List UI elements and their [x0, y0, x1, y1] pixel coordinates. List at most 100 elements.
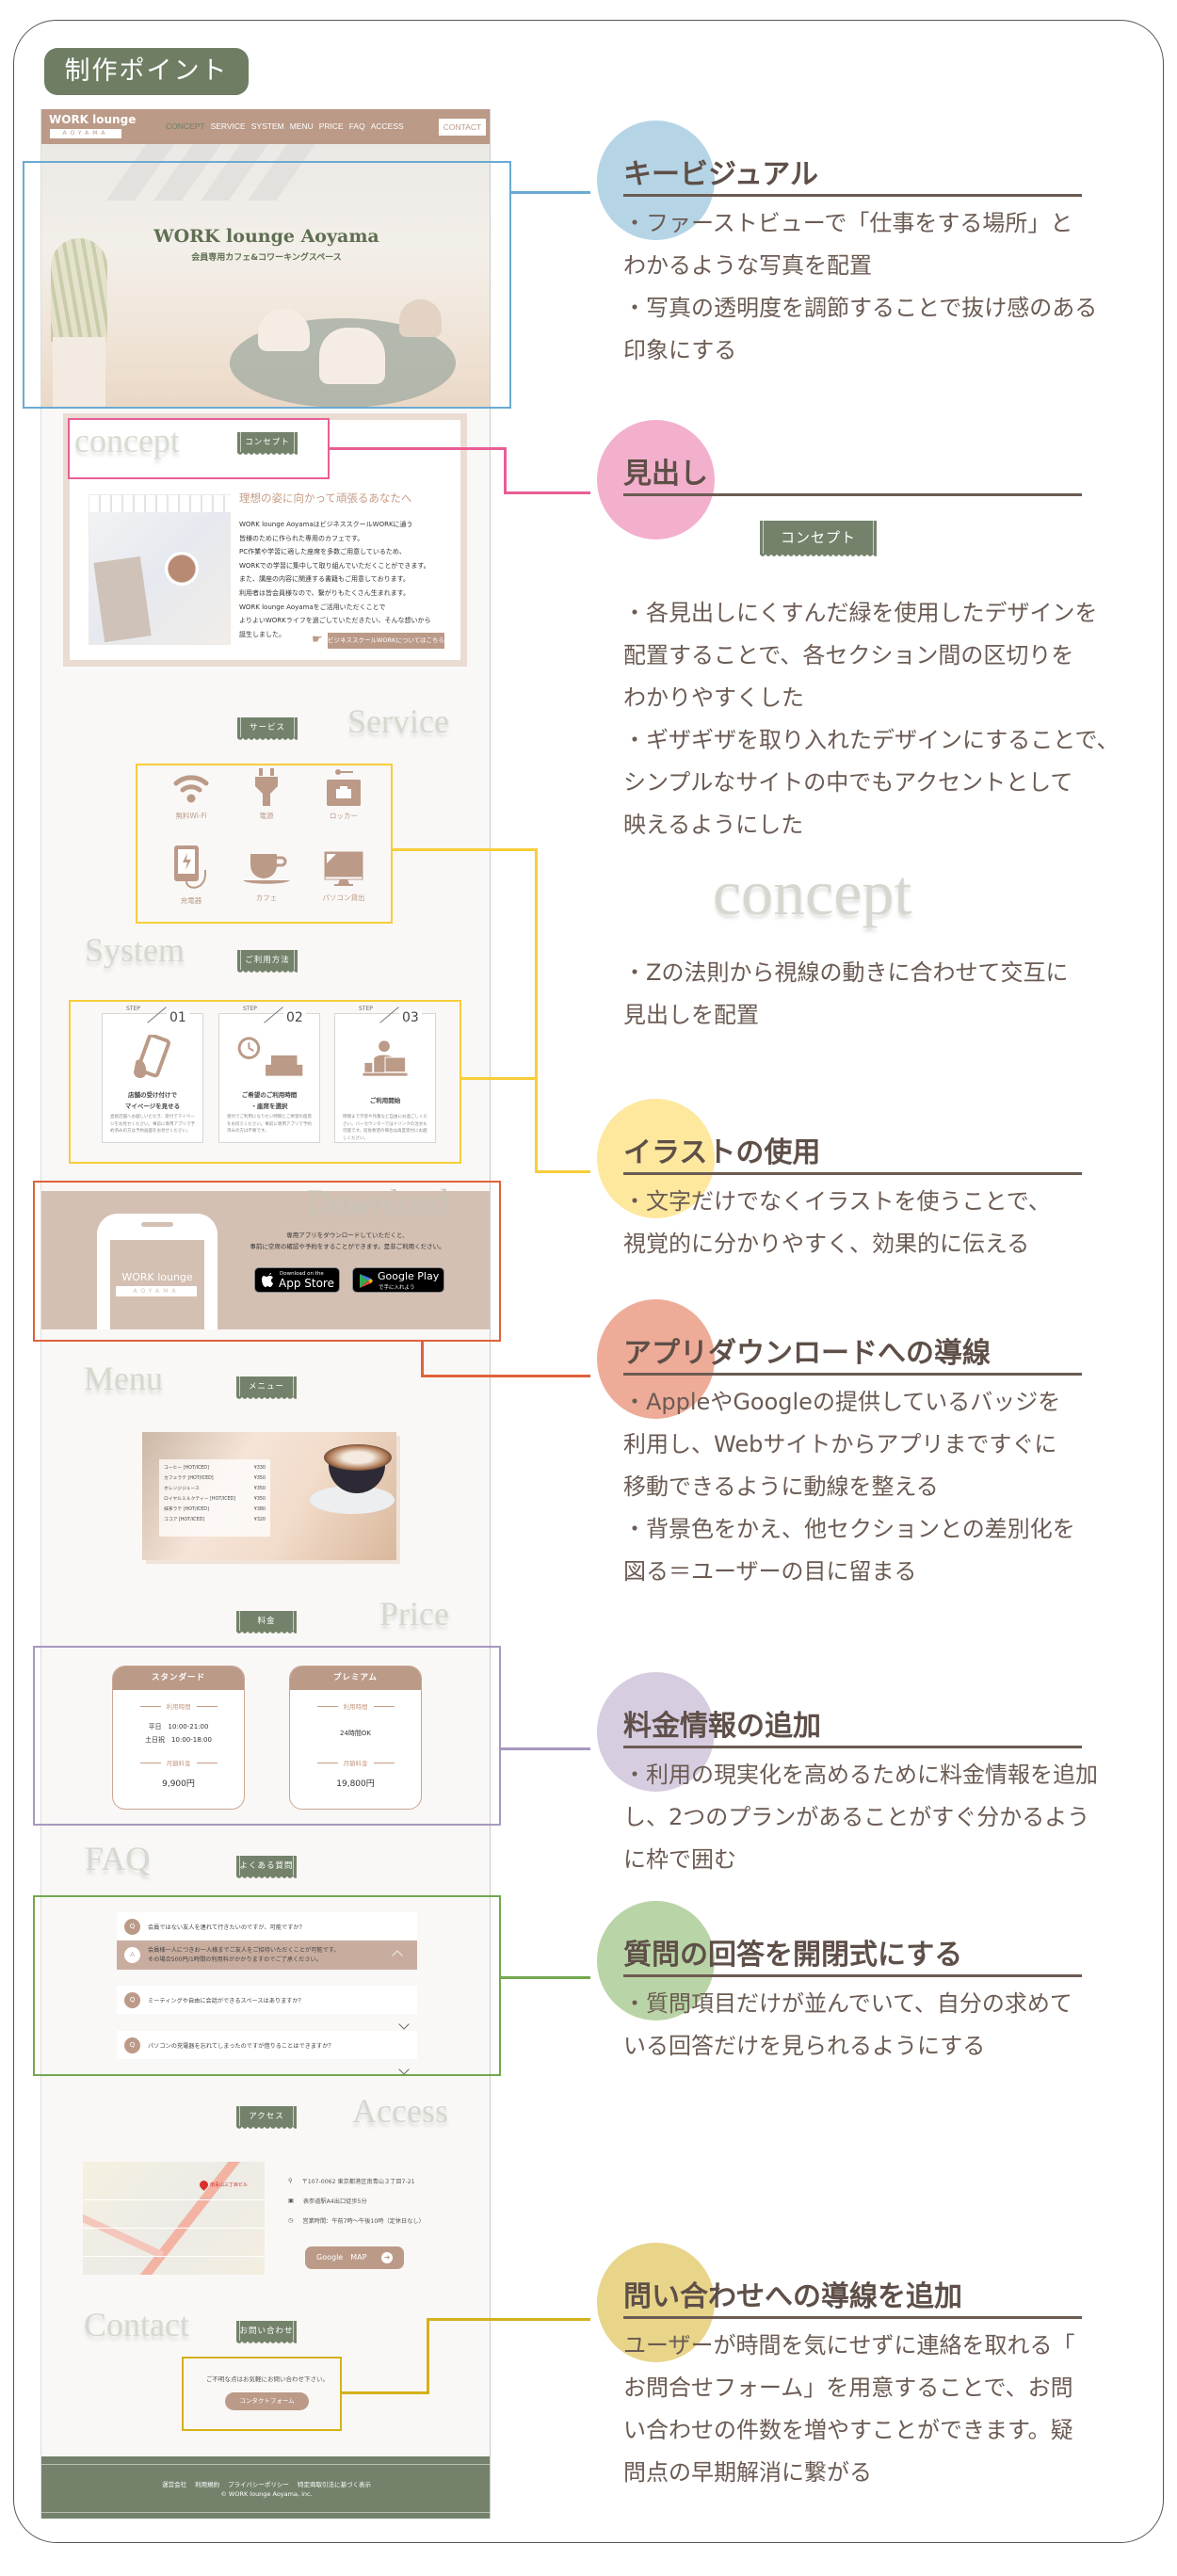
plug-icon — [255, 768, 278, 806]
nav-concept[interactable]: CONCEPT — [166, 121, 205, 131]
connector-line — [504, 491, 590, 494]
arrow-right-icon: ➜ — [381, 2252, 393, 2263]
sample-ribbon: コンセプト — [760, 521, 877, 557]
logo[interactable]: WORK lounge — [49, 113, 137, 126]
footer-link-privacy[interactable]: プライバシーポリシー — [228, 2481, 289, 2488]
accent-circle — [597, 1672, 715, 1792]
service-pc-rental: パソコン貸出 — [311, 850, 377, 903]
footer-link-company[interactable]: 運営会社 — [162, 2481, 187, 2488]
nav-service[interactable]: SERVICE — [210, 121, 246, 131]
highlight-service-icons — [136, 764, 393, 924]
menu-item: ココア [HOT/ICED]¥320 — [164, 1518, 266, 1522]
annotation-contact-flow: 問い合わせへの導線を追加 ユーザーが時間を気にせずに連絡を取れる「お問合せフォー… — [597, 2243, 1162, 2486]
nav-faq[interactable]: FAQ — [348, 121, 365, 131]
system-en-title: System — [85, 931, 185, 969]
price-en-title: Price — [379, 1595, 449, 1633]
outer-frame — [13, 20, 1164, 2543]
highlight-faq — [33, 1895, 501, 2076]
station: ▣表参道駅A4出口徒歩5分 — [288, 2198, 367, 2205]
connector-line — [427, 2318, 590, 2321]
google-map-button[interactable]: Google MAP➜ — [305, 2246, 404, 2269]
annotation-heading: 見出し コンセプト ・各見出しにくすんだ緑を使用したデザインを配置することで、各… — [597, 420, 1162, 1028]
highlight-key-visual — [23, 161, 511, 409]
accent-circle — [597, 1099, 715, 1218]
concept-ribbon: コンセプト — [237, 432, 298, 456]
pointing-hand-icon: ☛ — [312, 633, 323, 647]
app-store-badge[interactable]: Download on the App Store — [254, 1267, 340, 1293]
website-mockup: WORK lounge AOYAMA CONCEPT SERVICE SYSTE… — [40, 109, 491, 2519]
menu-ribbon: メニュー — [236, 1377, 297, 1400]
clock-sofa-icon — [237, 1037, 303, 1076]
menu-item: 抹茶ラテ [HOT/ICED]¥380 — [164, 1507, 266, 1512]
business-school-link-button[interactable]: ビジネススクールWORKについてはこちら — [328, 633, 444, 649]
nav-price[interactable]: PRICE — [318, 121, 344, 131]
annotation-illustration: イラストの使用 ・文字だけでなくイラストを使うことで、視覚的に分かりやすく、効果… — [597, 1099, 1162, 1257]
google-play-badge[interactable]: Google Play で手に入れよう — [352, 1267, 444, 1293]
nav-system[interactable]: SYSTEM — [250, 121, 284, 131]
service-charger: 充電器 — [158, 844, 224, 906]
contact-ribbon: お問い合わせ — [236, 2321, 297, 2344]
footer: 運営会社 利用規約 プライバシーポリシー 特定商取引法に基づく表示 © WORK… — [41, 2456, 490, 2519]
app-logo: WORK lounge — [121, 1271, 193, 1283]
google-play-icon — [360, 1274, 373, 1288]
download-text: 専用アプリをダウンロードしていただくと、 — [286, 1232, 409, 1239]
accent-circle — [597, 1901, 715, 2021]
nav-contact-button[interactable]: CONTACT — [439, 119, 486, 136]
footer-link-terms[interactable]: 利用規約 — [195, 2481, 220, 2488]
plan-card-premium: プレミアム 利用時間 24時間OK 月額料金 19,800円 — [289, 1666, 422, 1810]
accent-circle — [597, 1299, 715, 1419]
hero-subtitle: 会員専用カフェ&コワーキングスペース — [191, 253, 342, 263]
service-cafe: カフェ — [234, 850, 299, 903]
accent-circle — [597, 121, 715, 240]
highlight-contact — [182, 2357, 342, 2431]
locker-icon — [327, 769, 361, 806]
concept-heading: 理想の姿に向かって頑張るあなたへ — [239, 491, 412, 505]
wifi-icon — [173, 775, 209, 803]
service-power: 電源 — [234, 768, 299, 821]
accent-circle — [597, 420, 715, 539]
system-ribbon: ご利用方法 — [237, 950, 298, 974]
price-ribbon: 料金 — [236, 1611, 297, 1634]
footer-link-tokushoho[interactable]: 特定商取引法に基づく表示 — [297, 2481, 371, 2488]
service-ribbon: サービス — [237, 717, 298, 741]
annotation-app-download: アプリダウンロードへの導線 ・AppleやGoogleの提供しているバッジを利用… — [597, 1299, 1162, 1585]
copyright: © WORK lounge Aoyama, inc. — [220, 2490, 313, 2498]
menu-item: オレンジジュース¥350 — [164, 1487, 266, 1491]
charger-icon — [174, 845, 206, 889]
annotation-key-visual: キービジュアル ・ファーストビューで「仕事をする場所」とわかるような写真を配置・… — [597, 121, 1162, 363]
highlight-price — [33, 1646, 501, 1826]
highlight-heading — [68, 418, 330, 479]
menu-item: ロイヤルミルクティー [HOT/ICED]¥350 — [164, 1497, 266, 1502]
sample-en-heading: concept — [713, 857, 912, 928]
nav-menu[interactable]: MENU — [289, 121, 314, 131]
map[interactable]: 南青山三丁目ビル — [83, 2162, 265, 2275]
contact-form-button[interactable]: コンタクトフォーム — [225, 2392, 309, 2410]
menu-en-title: Menu — [84, 1360, 163, 1397]
concept-photo — [89, 494, 232, 645]
faq-en-title: FAQ — [85, 1840, 151, 1877]
person-pin-icon: ⚲ — [288, 2178, 293, 2184]
concept-en-title: concept — [74, 422, 180, 459]
menu-list: コーヒー [HOT/ICED]¥330 カフェラテ [HOT/ICED]¥350… — [159, 1459, 270, 1537]
address: ⚲〒107-0062 東京都港区南青山３丁目7-21 — [288, 2178, 415, 2185]
logo-sub: AOYAMA — [50, 129, 121, 138]
coffee-cup-icon — [243, 854, 290, 884]
annotation-price-info: 料金情報の追加 ・利用の現実化を高めるために料金情報を追加し、2つのプランがある… — [597, 1672, 1162, 1873]
menu-item: コーヒー [HOT/ICED]¥330 — [164, 1466, 266, 1471]
accent-circle — [597, 2243, 715, 2362]
connector-line — [499, 1976, 590, 1979]
monitor-icon — [324, 851, 363, 886]
service-en-title: Service — [347, 702, 449, 740]
nav-access[interactable]: ACCESS — [370, 121, 404, 131]
access-ribbon: アクセス — [236, 2106, 297, 2130]
hero-title: WORK lounge Aoyama — [153, 226, 379, 247]
access-en-title: Access — [352, 2092, 448, 2130]
